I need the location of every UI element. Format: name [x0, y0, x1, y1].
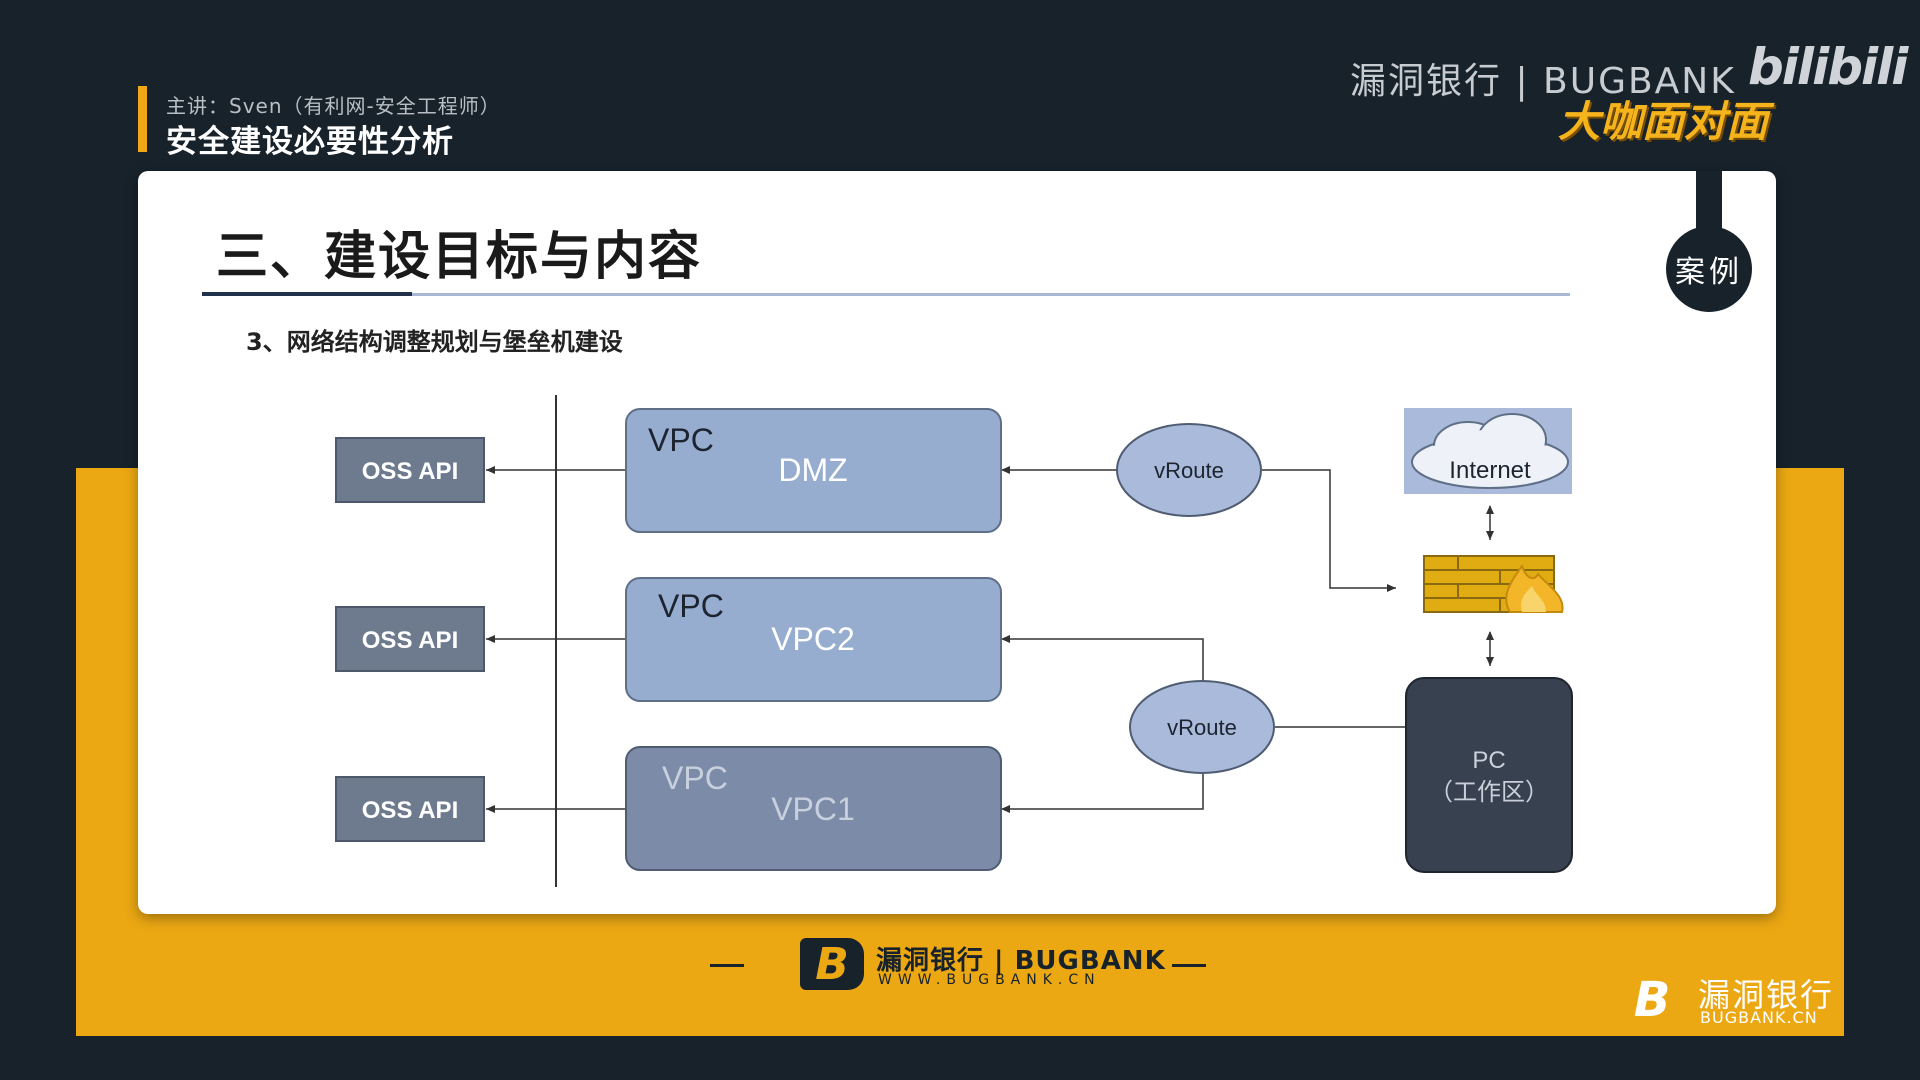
title-underline-accent — [202, 292, 412, 296]
vpc-2-box: VPC VPC2 — [625, 577, 1002, 702]
watermark-logo: B — [1633, 972, 1671, 1028]
slide-title: 三、建设目标与内容 — [216, 227, 703, 287]
internet-node: Internet — [1404, 408, 1572, 494]
footer-dash-left — [710, 964, 744, 967]
vpc-tag-label: VPC — [658, 588, 724, 624]
pc-workarea-label: （工作区） — [1429, 778, 1549, 806]
vpc-name-label: VPC1 — [771, 791, 855, 827]
vroute-node-1: vRoute — [1116, 423, 1262, 517]
footer-url: WWW.BUGBANK.CN — [878, 972, 1101, 988]
footer-dash-right — [1172, 964, 1206, 967]
watermark-url: BUGBANK.CN — [1700, 1008, 1818, 1027]
pc-workstation-node: PC （工作区） — [1405, 677, 1573, 873]
vpc-box-fill — [625, 746, 1002, 871]
oss-api-label: OSS API — [362, 458, 458, 485]
oss-api-label: OSS API — [362, 797, 458, 824]
brand-subtitle: 大咖面对面 — [1558, 97, 1769, 146]
oss-api-box-1: OSS API — [335, 437, 485, 503]
oss-api-box-2: OSS API — [335, 606, 485, 672]
vpc-1-box: VPC VPC1 — [625, 746, 1002, 871]
footer-logo: B — [800, 938, 864, 990]
cloud-icon — [1411, 413, 1569, 489]
firewall-icon — [1423, 555, 1564, 613]
pc-label: PC — [1472, 747, 1505, 774]
oss-api-label: OSS API — [362, 627, 458, 654]
title-underline — [202, 293, 1570, 296]
slide-subtitle: 3、网络结构调整规划与堡垒机建设 — [246, 328, 623, 356]
vpc-box-fill — [625, 577, 1002, 702]
watermark-name: 漏洞银行 — [1698, 976, 1835, 1014]
connector-router-firewall — [1262, 469, 1396, 592]
brand-title: 漏洞银行 | BUGBANK — [1350, 61, 1736, 102]
vpc-box-fill — [625, 408, 1002, 533]
vroute-node-2: vRoute — [1129, 680, 1275, 774]
vpc-dmz-box: VPC DMZ — [625, 408, 1002, 533]
connector-router-vpc1 — [1001, 774, 1204, 813]
vroute-label: vRoute — [1167, 715, 1237, 740]
vpc-tag-label: VPC — [662, 760, 728, 796]
section-title: 安全建设必要性分析 — [166, 124, 454, 160]
footer-brand: 漏洞银行 | BUGBANK — [876, 946, 1166, 976]
case-tag: 案例 — [1666, 226, 1752, 312]
header-accent-bar — [138, 86, 147, 152]
vpc-tag-label: VPC — [648, 422, 714, 458]
presenter-label: 主讲：Sven（有利网-安全工程师） — [166, 94, 501, 118]
internet-label: Internet — [1449, 457, 1531, 484]
bilibili-logo: bilibili — [1748, 38, 1908, 96]
connector-router-vpc2 — [1001, 635, 1204, 680]
oss-api-box-3: OSS API — [335, 776, 485, 842]
vpc-name-label: DMZ — [778, 452, 847, 488]
vroute-label: vRoute — [1154, 458, 1224, 483]
vpc-name-label: VPC2 — [771, 621, 855, 657]
